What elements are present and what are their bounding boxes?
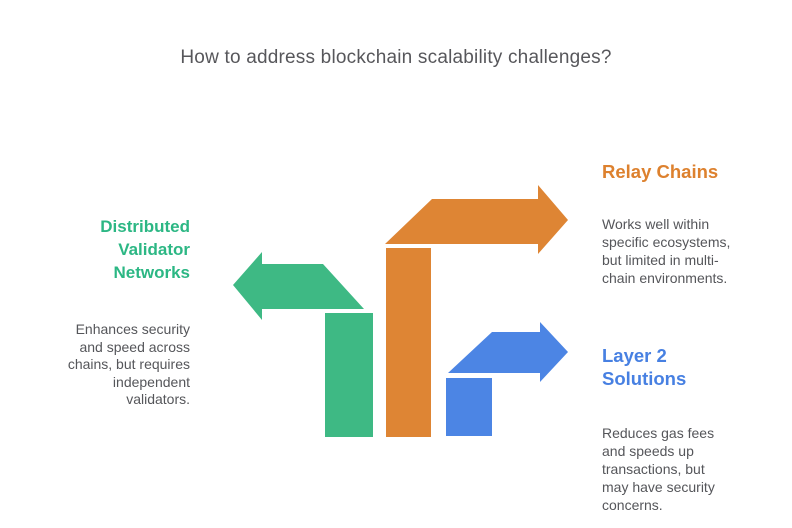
section-relay-chains: Relay Chains Works well within specific … — [602, 142, 754, 305]
orange-vertical-bar — [386, 248, 431, 437]
section-body-distributed-validator-networks: Enhances security and speed across chain… — [67, 321, 190, 407]
section-heading-relay-chains: Relay Chains — [602, 161, 719, 182]
section-body-relay-chains: Works well within specific ecosystems, b… — [602, 216, 731, 286]
green-left-arrow-icon — [233, 252, 364, 320]
blue-vertical-bar — [446, 378, 492, 436]
orange-right-arrow-icon — [385, 185, 568, 254]
section-distributed-validator-networks: Distributed Validator Networks Enhances … — [40, 197, 190, 427]
page-title: How to address blockchain scalability ch… — [180, 47, 612, 68]
blue-right-arrow-icon — [448, 322, 568, 382]
green-vertical-bar — [325, 313, 373, 437]
section-body-layer-2-solutions: Reduces gas fees and speeds up transacti… — [602, 425, 715, 513]
section-layer-2-solutions: Layer 2 Solutions Reduces gas fees and s… — [602, 326, 754, 528]
section-heading-distributed-validator-networks: Distributed Validator Networks — [100, 217, 190, 282]
section-heading-layer-2-solutions: Layer 2 Solutions — [602, 345, 687, 389]
